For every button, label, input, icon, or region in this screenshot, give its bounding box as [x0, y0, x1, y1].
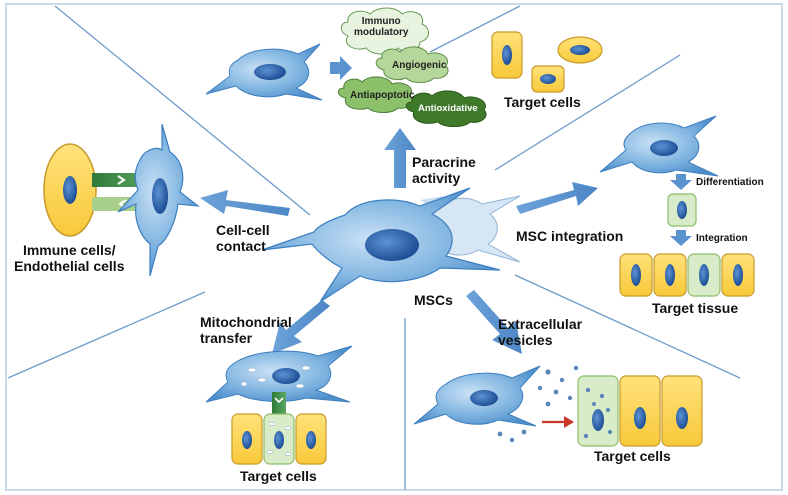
msc-main-nucleus [365, 229, 419, 261]
divider-lines [7, 5, 741, 490]
ev-red-arrow [542, 416, 574, 428]
label-mscs: MSCs [414, 292, 453, 308]
ev-msc-cell [413, 365, 541, 427]
cloud-angiogenic [375, 46, 449, 83]
arrow-mitochondrial [272, 300, 330, 354]
cloud-label-antioxidative: Antioxidative [418, 103, 478, 114]
cloud-immunomodulatory [340, 7, 429, 55]
central-msc-cells [261, 187, 521, 303]
contact-msc-cell [117, 123, 201, 277]
label-integration: Integration [696, 233, 748, 244]
label-extracellular-vesicles: Extracellular vesicles [498, 316, 583, 349]
mito-tunnel [272, 392, 286, 414]
label-target-cells-bottom-left: Target cells [240, 468, 317, 484]
label-differentiation: Differentiation [696, 177, 764, 188]
label-paracrine-activity: Paracrine activity [412, 154, 476, 187]
label-target-cells-bottom-right: Target cells [594, 448, 671, 464]
arrow-secretion [330, 56, 352, 80]
target-cells-top [491, 31, 603, 93]
mechanism-arrows [200, 128, 598, 354]
label-immune-cells: Immune cells/ Endothelial cells [14, 242, 125, 275]
ev-target-cells [577, 375, 703, 447]
paracrine-msc-cell [205, 43, 323, 101]
mito-target-cells [231, 413, 327, 465]
vesicle-dots [497, 365, 588, 443]
label-target-cells-top: Target cells [504, 94, 581, 110]
mito-msc-cell [205, 345, 353, 403]
arrow-paracrine [384, 128, 416, 188]
label-target-tissue: Target tissue [652, 300, 739, 316]
label-cell-cell-contact: Cell-cell contact [216, 222, 270, 255]
arrow-differentiation [670, 174, 692, 190]
cloud-antioxidative [405, 90, 487, 127]
differentiated-cell [667, 193, 697, 227]
arrow-vesicles [466, 290, 522, 354]
cloud-label-antiapoptotic: Antiapoptotic [350, 90, 415, 101]
arrow-msc-integration [516, 182, 598, 214]
immune-cell [43, 143, 97, 237]
label-mitochondrial-transfer: Mitochondrial transfer [200, 314, 292, 347]
label-msc-integration: MSC integration [516, 228, 624, 244]
cloud-label-angiogenic: Angiogenic [392, 60, 447, 71]
target-tissue [619, 253, 755, 297]
arrow-integration [670, 230, 692, 246]
cloud-label-immunomodulatory: Immuno modulatory [354, 16, 409, 38]
integration-msc-cell [599, 115, 719, 177]
arrow-cell-contact [200, 190, 290, 216]
